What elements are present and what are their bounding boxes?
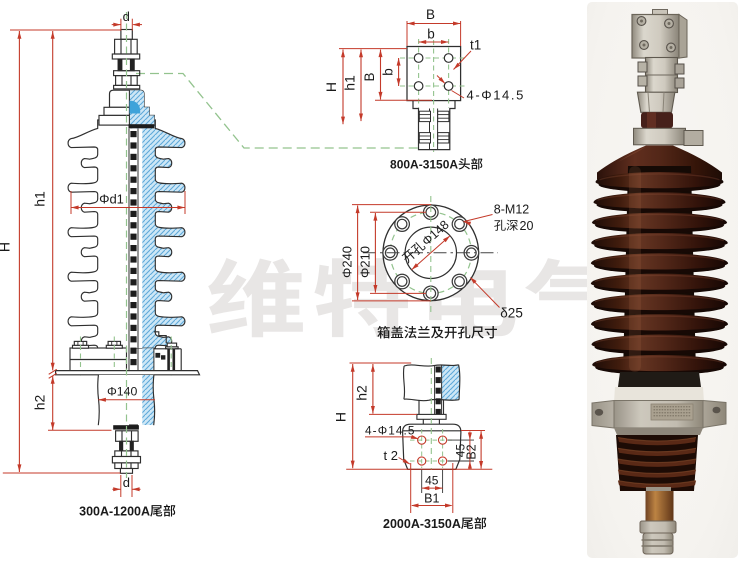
- svg-text:Φ240: Φ240: [340, 246, 355, 278]
- svg-text:h2: h2: [32, 395, 48, 411]
- svg-text:B: B: [426, 7, 435, 22]
- svg-text:δ25: δ25: [500, 306, 523, 321]
- svg-text:8-M12: 8-M12: [494, 203, 529, 217]
- svg-text:b: b: [427, 27, 435, 42]
- svg-text:b: b: [381, 68, 396, 76]
- svg-text:h1: h1: [342, 75, 358, 91]
- svg-text:t 2: t 2: [384, 448, 398, 463]
- svg-text:d: d: [123, 475, 130, 490]
- svg-text:300A-1200A: 300A-1200A: [79, 505, 150, 519]
- svg-text:h1: h1: [32, 191, 48, 207]
- svg-text:H: H: [323, 82, 339, 92]
- svg-text:45: 45: [453, 444, 467, 458]
- svg-text:H: H: [0, 242, 13, 252]
- svg-text:B: B: [362, 72, 377, 81]
- svg-text:4-Φ14.5: 4-Φ14.5: [467, 88, 525, 103]
- svg-text:H: H: [333, 412, 349, 422]
- svg-text:h2: h2: [354, 385, 370, 401]
- svg-text:2000A-3150A: 2000A-3150A: [383, 517, 461, 531]
- svg-text:800A-3150A: 800A-3150A: [390, 158, 458, 172]
- svg-text:B2: B2: [464, 444, 478, 459]
- svg-text:Φ140: Φ140: [107, 384, 137, 398]
- svg-text:45: 45: [425, 473, 439, 487]
- svg-text:20: 20: [520, 219, 534, 233]
- svg-text:Φd1: Φd1: [99, 192, 124, 207]
- svg-text:Φ210: Φ210: [357, 246, 372, 278]
- svg-text:B1: B1: [424, 492, 439, 506]
- svg-text:t1: t1: [470, 38, 481, 53]
- svg-text:4-Φ14.5: 4-Φ14.5: [365, 423, 416, 437]
- svg-text:d: d: [123, 9, 130, 24]
